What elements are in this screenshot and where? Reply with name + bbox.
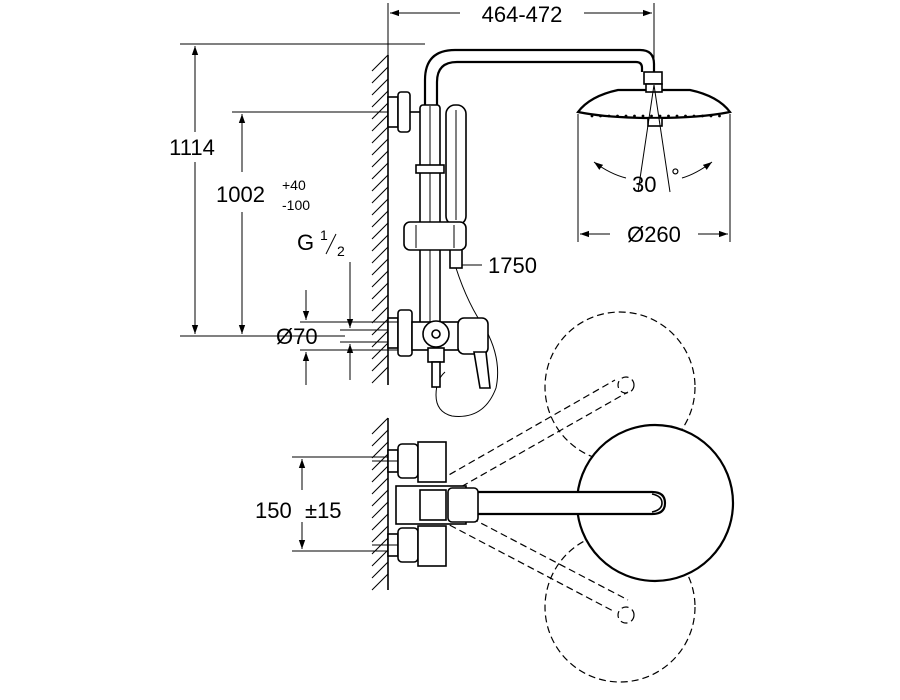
wall-hatch-line	[371, 525, 389, 543]
head-shower-side	[576, 83, 732, 127]
shower-arm	[423, 48, 663, 105]
wall-hatch-line	[371, 294, 389, 312]
arm-rotation-ghost-upper	[439, 311, 696, 493]
nozzle-dot	[658, 114, 662, 118]
thread-denominator: 2	[337, 243, 345, 259]
wall-hatch-line	[371, 465, 389, 483]
hand-shower-holder	[403, 221, 467, 251]
riser-rail	[415, 104, 445, 331]
wall-hatch-line	[371, 162, 389, 180]
total-height-label: 1114	[169, 135, 215, 160]
wall-hatch-line	[371, 489, 389, 507]
nozzle-dot	[709, 114, 713, 118]
dim-total-height: 1114	[169, 43, 425, 337]
nozzle-dot	[607, 114, 611, 118]
wall-hatch-line	[371, 90, 389, 108]
dim-inlet-spacing: 150 ±15	[255, 456, 388, 552]
nozzle-dot	[599, 114, 602, 118]
wall-hatch-line	[371, 477, 389, 495]
wall-hatch-line	[371, 537, 389, 555]
wall-hatch-line	[371, 513, 389, 531]
wall-hatch-line	[371, 186, 389, 204]
tilt-angle-unit: °	[671, 164, 680, 189]
wall-hatch-line	[371, 561, 389, 579]
mixer-side	[340, 309, 491, 389]
inlet-spacing-tolerance: ±15	[305, 498, 342, 523]
arm-reach-label: 464-472	[482, 2, 563, 27]
nozzle-dot	[701, 114, 704, 118]
hose-length-label: 1750	[488, 253, 537, 278]
wall-hatch-line	[371, 417, 389, 435]
wall-hatch-line	[371, 258, 389, 276]
nozzle-dot	[692, 114, 696, 118]
nozzle-dot	[641, 114, 645, 118]
wall-hatch-line	[371, 114, 389, 132]
wall-hatch-line	[371, 354, 389, 372]
wall-hatch-line	[371, 66, 389, 84]
wall-hatch-line	[371, 330, 389, 348]
wall-hatch-line	[371, 453, 389, 471]
dim-hose-length: 1750	[462, 253, 537, 278]
nozzle-dot	[590, 114, 594, 118]
tilt-angle-label: 30	[632, 172, 656, 197]
wall-hatch-line	[371, 501, 389, 519]
nozzle-dot	[616, 114, 619, 118]
tilt-angle-indicator: 30 °	[593, 84, 713, 197]
rail-height-label: 1002	[216, 182, 265, 207]
dim-rail-height: 1002 +40 -100	[216, 111, 388, 334]
wall-hatch-line	[371, 366, 389, 384]
wall-lower	[371, 417, 389, 591]
wall-hatch-line	[371, 150, 389, 168]
wall-hatch-line	[371, 282, 389, 300]
wall-hatch-line	[371, 78, 389, 96]
wall-hatch-line	[371, 429, 389, 447]
wall-hatch-line	[371, 306, 389, 324]
nozzle-dot	[624, 114, 628, 118]
nozzle-dot	[684, 114, 687, 118]
rosette-diameter-label: Ø70	[276, 324, 318, 349]
wall-upper	[371, 54, 389, 385]
wall-hatch-line	[371, 549, 389, 567]
wall-hatch-line	[371, 270, 389, 288]
head-diameter-label: Ø260	[627, 222, 681, 247]
wall-hatch-line	[371, 126, 389, 144]
wall-hatch-line	[371, 102, 389, 120]
wall-hatch-line	[371, 174, 389, 192]
rail-height-tol-minus: -100	[282, 197, 310, 213]
thread-numerator: 1	[320, 227, 328, 243]
nozzle-dot	[718, 114, 721, 118]
dim-thread: G 1 2	[297, 227, 354, 380]
inlet-spacing-label: 150	[255, 498, 292, 523]
dim-rosette-diameter: Ø70	[276, 290, 398, 385]
wall-hatch-line	[371, 198, 389, 216]
mixer-top	[372, 441, 479, 567]
wall-hatch-line	[371, 222, 389, 240]
nozzle-dot	[650, 114, 653, 118]
wall-hatch-line	[371, 234, 389, 252]
wall-hatch-line	[371, 573, 389, 591]
wall-hatch-line	[371, 138, 389, 156]
thread-prefix: G	[297, 230, 314, 255]
wall-hatch-line	[371, 246, 389, 264]
wall-hatch-line	[371, 342, 389, 360]
shower-arm-top	[438, 490, 667, 516]
wall-hatch-line	[371, 441, 389, 459]
wall-hatch-line	[371, 318, 389, 336]
nozzle-dot	[633, 114, 636, 118]
wall-hatch-line	[371, 54, 389, 72]
wall-hatch-line	[371, 210, 389, 228]
rail-height-tol-plus: +40	[282, 177, 306, 193]
dim-arm-reach: 464-472	[387, 2, 655, 72]
nozzle-dot	[667, 114, 670, 118]
nozzle-dot	[675, 114, 679, 118]
dim-head-diameter: Ø260	[577, 114, 731, 247]
